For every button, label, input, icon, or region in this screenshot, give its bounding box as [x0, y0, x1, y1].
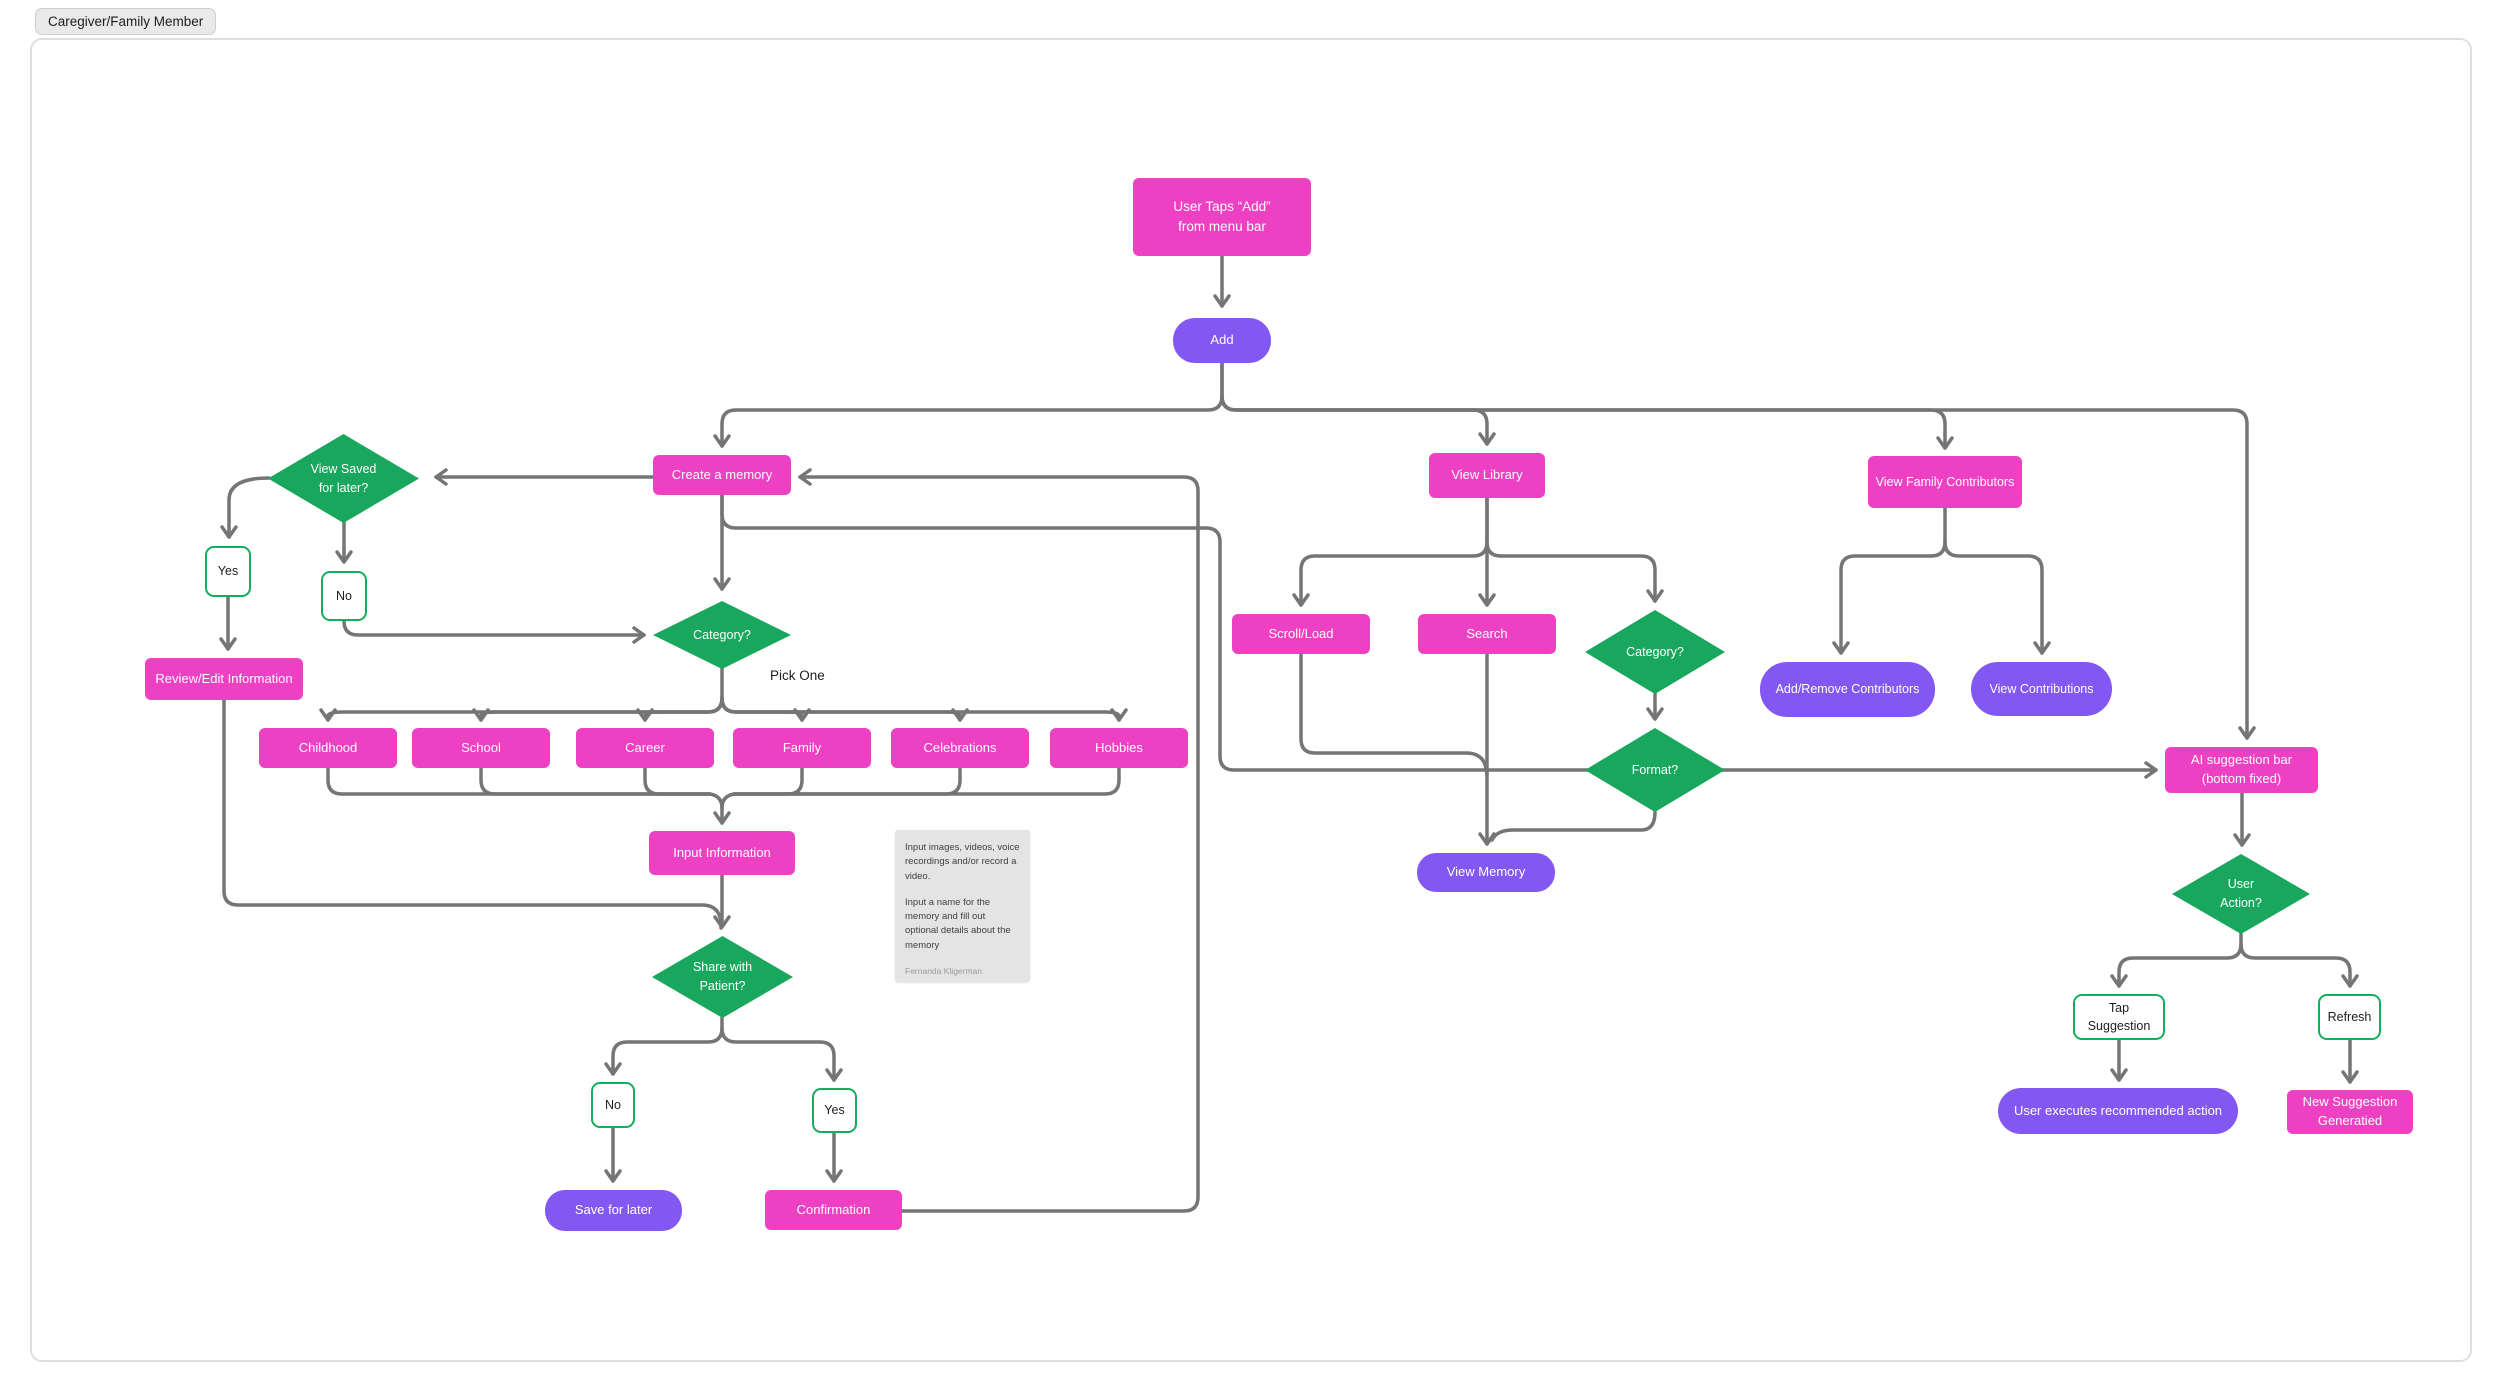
edge-add-family [1220, 394, 1954, 450]
diamond-label: Category? [1626, 644, 1684, 659]
node-category-celebrations[interactable]: Celebrations [891, 728, 1029, 768]
edge-career-merge [643, 766, 712, 796]
edge-library-category [1485, 540, 1664, 603]
node-user-action-decision[interactable]: User Action? [2172, 854, 2310, 934]
edge-school-merge [479, 766, 712, 796]
node-no-option-1[interactable]: No [321, 571, 367, 621]
node-category-hobbies[interactable]: Hobbies [1050, 728, 1188, 768]
edge-useraction-refresh [2239, 942, 2359, 988]
node-view-saved-decision[interactable]: View Saved for later? [268, 434, 419, 523]
diamond-label: Category? [693, 627, 751, 642]
edge-share-yes2 [720, 1026, 843, 1082]
edge-cat-family [720, 696, 811, 722]
node-category-decision[interactable]: Category? [653, 601, 791, 669]
diamond-label: Format? [1631, 762, 1679, 777]
node-view-library[interactable]: View Library [1429, 453, 1545, 498]
section-tab-caregiver[interactable]: Caregiver/Family Member [35, 8, 217, 35]
node-category-school[interactable]: School [412, 728, 550, 768]
node-library-category-decision[interactable]: Category? [1585, 610, 1725, 694]
diamond-label: Share with Patient? [692, 960, 753, 993]
node-search[interactable]: Search [1418, 614, 1556, 654]
note-paragraph-2: Input a name for the memory and fill out… [905, 896, 1011, 951]
edge-cat-career [636, 696, 724, 722]
node-tap-suggestion[interactable]: Tap Suggestion [2073, 994, 2165, 1040]
node-view-contributions[interactable]: View Contributions [1971, 662, 2112, 716]
node-yes-option-1[interactable]: Yes [205, 546, 251, 597]
edge-family-viewcontrib [1943, 540, 2051, 655]
edge-add-create [713, 361, 1224, 448]
edge-add-library [1220, 361, 1496, 446]
node-input-information[interactable]: Input Information [649, 831, 795, 875]
node-add[interactable]: Add [1173, 318, 1271, 363]
node-category-family[interactable]: Family [733, 728, 871, 768]
edge-add-aibar [1220, 394, 2256, 740]
edge-cat-school [472, 696, 724, 722]
sticky-note[interactable]: Input images, videos, voice recordings a… [895, 830, 1030, 982]
edge-create-aibar [720, 493, 2158, 779]
edge-library-scroll [1292, 496, 1489, 607]
node-user-executes-action[interactable]: User executes recommended action [1998, 1088, 2238, 1134]
node-category-childhood[interactable]: Childhood [259, 728, 397, 768]
node-save-for-later[interactable]: Save for later [545, 1190, 682, 1231]
node-view-memory[interactable]: View Memory [1417, 853, 1555, 892]
edge-cat-celebrations [720, 696, 969, 722]
edge-confirmation-create [798, 468, 1200, 1213]
edge-childhood-merge [326, 766, 712, 796]
note-author: Fernanda Kligerman [905, 965, 983, 976]
node-yes-option-2[interactable]: Yes [812, 1088, 857, 1133]
edge-no-category [342, 619, 646, 644]
pick-one-label: Pick One [770, 668, 825, 683]
edge-cat-hobbies [720, 696, 1128, 722]
diamond-label: User Action? [2220, 877, 2262, 910]
node-ai-suggestion-bar[interactable]: AI suggestion bar (bottom fixed) [2165, 747, 2318, 793]
edge-family-addremove [1832, 506, 1947, 655]
node-share-with-patient-decision[interactable]: Share with Patient? [652, 936, 793, 1018]
edge-share-no2 [604, 1016, 724, 1076]
node-review-edit-information[interactable]: Review/Edit Information [145, 658, 303, 700]
diamond-label: View Saved for later? [310, 461, 377, 495]
node-add-remove-contributors[interactable]: Add/Remove Contributors [1760, 662, 1935, 717]
note-paragraph-1: Input images, videos, voice recordings a… [905, 842, 1020, 882]
node-category-career[interactable]: Career [576, 728, 714, 768]
node-no-option-2[interactable]: No [591, 1082, 635, 1128]
edge-hobbies-merge [732, 766, 1121, 796]
node-confirmation[interactable]: Confirmation [765, 1190, 902, 1230]
edge-celebrations-merge [732, 766, 962, 796]
edge-family-merge [732, 766, 804, 796]
node-view-family-contributors[interactable]: View Family Contributors [1868, 456, 2022, 508]
edge-review-share [222, 698, 723, 930]
node-format-decision[interactable]: Format? [1585, 728, 1725, 812]
node-create-memory[interactable]: Create a memory [653, 455, 791, 495]
node-user-taps-add[interactable]: User Taps “Add” from menu bar [1133, 178, 1311, 256]
edge-viewsaved-yes [220, 476, 271, 539]
edge-scroll-viewmemory [1299, 652, 1489, 777]
edge-merge-input [708, 792, 731, 825]
edge-merge-input-r [720, 792, 736, 810]
edge-useraction-tap [2110, 932, 2243, 988]
node-new-suggestion-generated[interactable]: New Suggestion Generatied [2287, 1090, 2413, 1134]
edge-format-viewmemory [1490, 810, 1657, 842]
node-scroll-load[interactable]: Scroll/Load [1232, 614, 1370, 654]
node-refresh[interactable]: Refresh [2318, 994, 2381, 1040]
